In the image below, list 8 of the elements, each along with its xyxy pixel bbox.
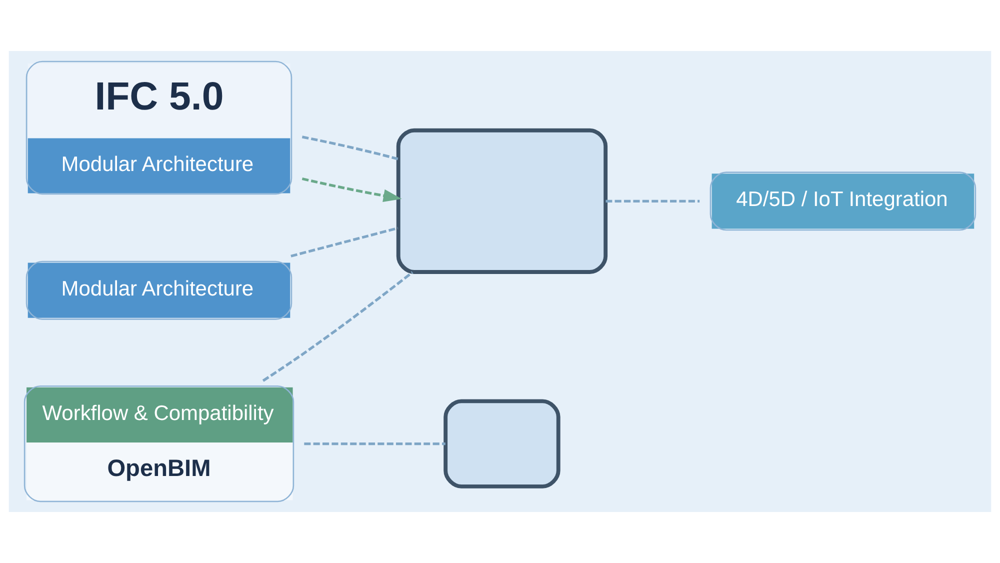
- node-box: [444, 399, 560, 488]
- connector: [302, 136, 398, 160]
- arrow: [302, 177, 402, 202]
- connector: [606, 200, 700, 202]
- connector: [290, 226, 398, 258]
- connector: [304, 442, 446, 446]
- connector: [262, 271, 414, 382]
- node-box: [396, 128, 608, 274]
